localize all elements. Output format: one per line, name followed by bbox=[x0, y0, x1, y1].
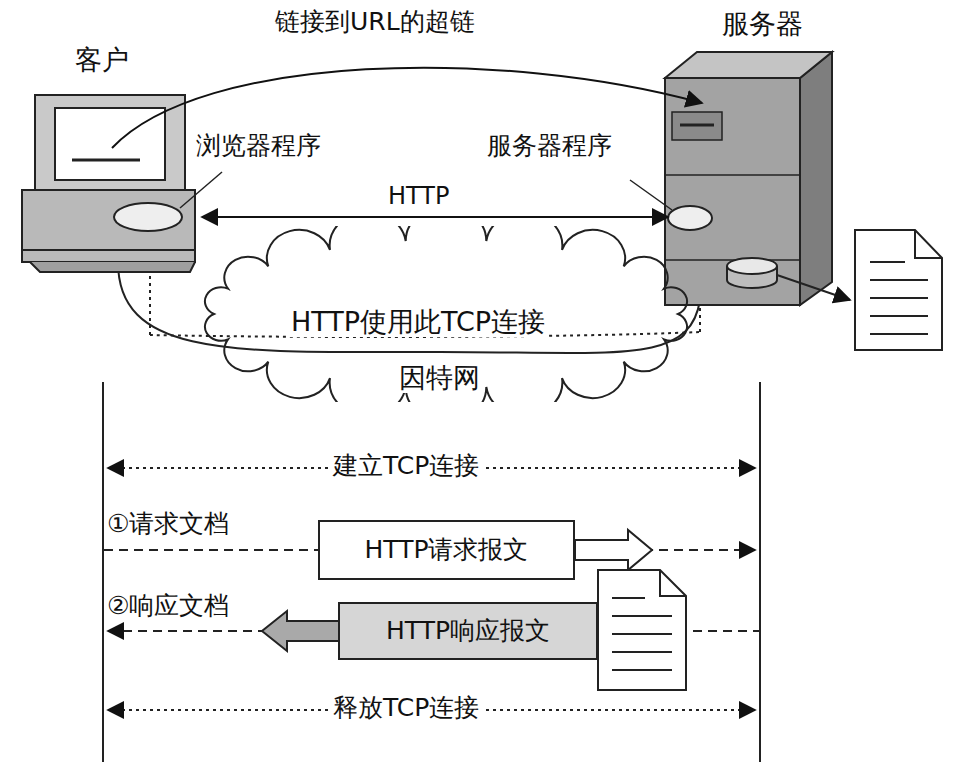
program-label: 浏览器程序 bbox=[193, 132, 324, 161]
server-computer: 服务器 bbox=[662, 8, 834, 308]
request-message-box: HTTP请求报文 bbox=[318, 520, 575, 580]
program-label: 服务器程序 bbox=[484, 132, 615, 161]
node-heading: 客户 bbox=[75, 44, 129, 75]
client-computer: 客户 bbox=[20, 48, 198, 274]
tcp-line bbox=[118, 262, 700, 353]
time-axis bbox=[759, 382, 761, 762]
block-arrow bbox=[262, 611, 340, 651]
server-tower bbox=[665, 52, 832, 305]
step-label: 建立TCP连接 bbox=[330, 452, 482, 481]
document-icon bbox=[598, 570, 686, 690]
edge-label: 链接到URL的超链 bbox=[272, 8, 478, 37]
response-message-box: HTTP响应报文 bbox=[338, 602, 598, 660]
node-heading: 服务器 bbox=[722, 8, 803, 39]
document-icon bbox=[855, 230, 942, 350]
leader-line bbox=[630, 180, 672, 210]
cloud-text: HTTP使用此TCP连接 bbox=[288, 306, 548, 337]
block-arrow bbox=[575, 530, 652, 570]
leader-line bbox=[180, 172, 222, 208]
step-label: ①请求文档 bbox=[104, 510, 232, 539]
client-computer bbox=[22, 95, 195, 272]
message-text: HTTP请求报文 bbox=[365, 536, 529, 565]
message-text: HTTP响应报文 bbox=[386, 617, 550, 646]
http-arrow bbox=[202, 216, 668, 218]
step-label: 释放TCP连接 bbox=[330, 694, 482, 723]
time-axis bbox=[102, 382, 104, 762]
step-label: ②响应文档 bbox=[104, 592, 232, 621]
edge-label: HTTP bbox=[385, 183, 452, 211]
cloud-text: 因特网 bbox=[396, 362, 483, 393]
store-arrow bbox=[777, 275, 850, 300]
internet-cloud: HTTP使用此TCP连接因特网 bbox=[200, 226, 692, 402]
